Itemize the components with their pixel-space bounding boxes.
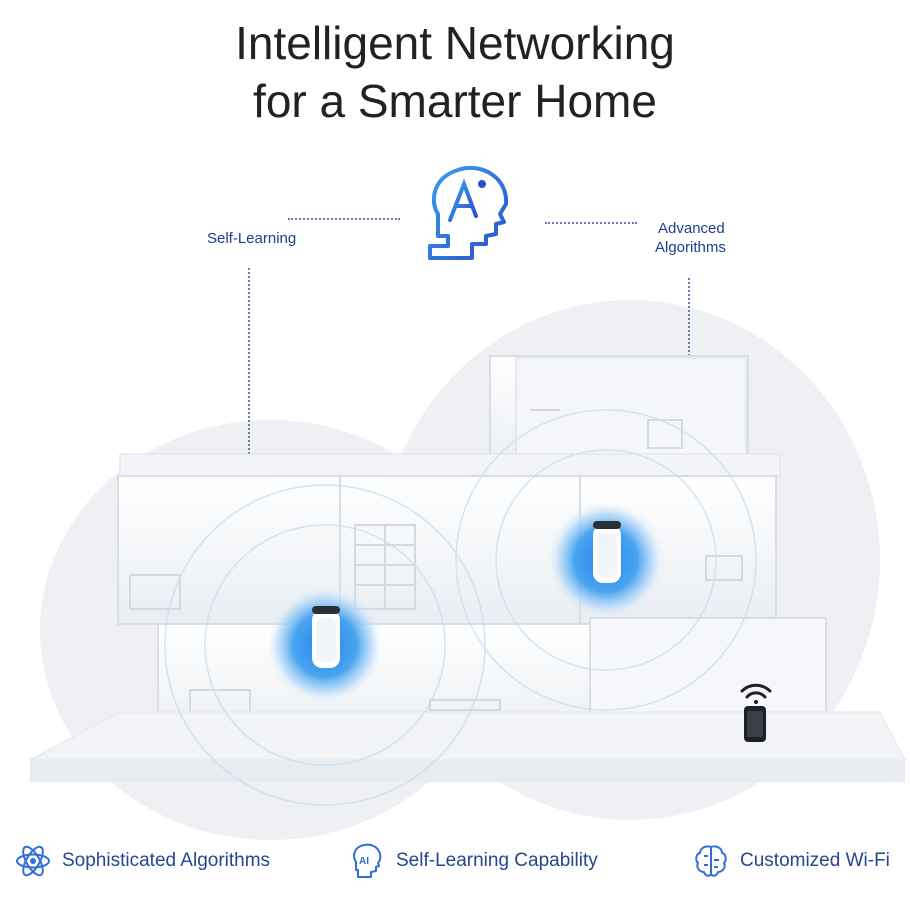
features-bar: Sophisticated Algorithms AI Self-Learnin… — [0, 838, 910, 884]
svg-text:AI: AI — [359, 856, 369, 867]
title-line-2: for a Smarter Home — [253, 75, 657, 127]
ai-head-icon: AI — [353, 843, 382, 878]
main-floors — [117, 453, 827, 745]
brain-circuit-icon — [695, 845, 727, 877]
advanced-label-line-1: Advanced — [658, 220, 725, 237]
mesh-router-icon — [267, 587, 383, 703]
feature-customized-wifi: Customized Wi-Fi — [692, 838, 890, 884]
feature-label: Sophisticated Algorithms — [62, 850, 271, 871]
smartphone-icon — [744, 706, 766, 742]
self-learning-label: Self-Learning — [207, 230, 297, 247]
left-callout-line — [288, 218, 400, 220]
title-line-1: Intelligent Networking — [235, 17, 675, 69]
feature-sophisticated-algorithms: Sophisticated Algorithms — [14, 838, 270, 884]
atom-icon — [16, 845, 50, 877]
mesh-router-icon — [548, 502, 664, 618]
feature-self-learning: AI Self-Learning Capability — [348, 838, 598, 884]
ai-head-icon — [428, 165, 509, 260]
advanced-label-line-2: Algorithms — [655, 239, 726, 256]
advanced-algorithms-label: Advanced Algorithms — [655, 219, 726, 257]
page-title: Intelligent Networking for a Smarter Hom… — [0, 14, 910, 130]
feature-label: Self-Learning Capability — [396, 850, 598, 871]
right-callout-line — [545, 222, 637, 224]
feature-label: Customized Wi-Fi — [740, 850, 890, 871]
wifi-icon — [740, 683, 772, 704]
